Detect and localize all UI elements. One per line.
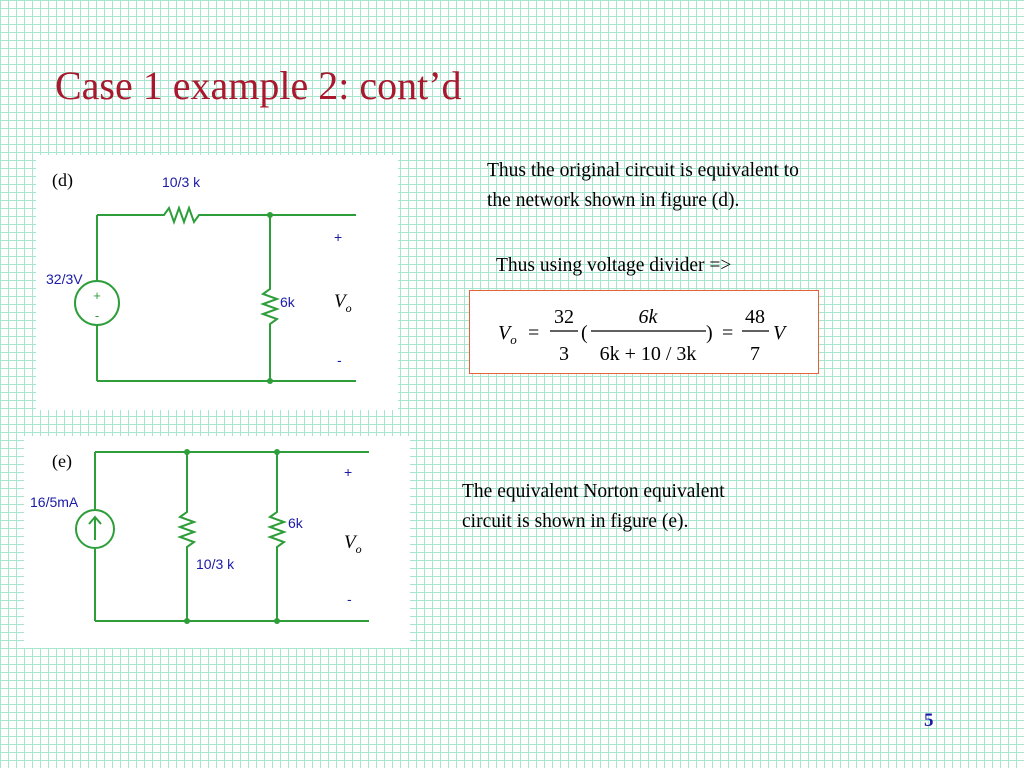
figure-d-panel: (d) + - 10/3 k 32/3V 6k + - Vo (36, 155, 398, 410)
series-resistor-label: 10/3 k (162, 174, 201, 190)
formula-equals-2: = (722, 322, 733, 344)
norton-text: The equivalent Norton equivalent circuit… (462, 477, 725, 537)
right-resistor-wire (267, 452, 287, 621)
slide-title: Case 1 example 2: cont’d (55, 63, 462, 108)
output-voltage-label: Vo (344, 532, 362, 556)
series-resistor-wire (97, 205, 356, 225)
fraction-1-denominator: 3 (559, 343, 569, 365)
formula-lhs: Vo (498, 322, 517, 347)
formula-unit: V (773, 322, 788, 344)
source-value-label: 32/3V (46, 271, 83, 287)
right-resistor-label: 6k (288, 515, 304, 531)
formula-equals-1: = (528, 322, 539, 344)
output-minus-label: - (347, 591, 352, 607)
current-source-icon (75, 509, 115, 549)
figure-d-label: (d) (52, 170, 73, 190)
formula-open-paren: ( (581, 322, 588, 344)
fraction-3-numerator: 48 (745, 306, 765, 328)
fraction-1-numerator: 32 (554, 306, 574, 328)
equivalence-text: Thus the original circuit is equivalent … (487, 156, 799, 216)
shunt-resistor-label: 6k (280, 294, 296, 310)
norton-line-1: The equivalent Norton equivalent (462, 481, 725, 502)
voltage-divider-text: Thus using voltage divider => (496, 255, 732, 276)
voltage-source-icon (74, 280, 120, 326)
figure-d-circuit: + - 10/3 k 32/3V 6k + - Vo (46, 174, 356, 384)
output-voltage-label: Vo (334, 291, 352, 315)
fraction-2-denominator: 6k + 10 / 3k (600, 343, 697, 365)
equivalence-line-1: Thus the original circuit is equivalent … (487, 160, 799, 181)
current-source-label: 16/5mA (30, 494, 79, 510)
norton-line-2: circuit is shown in figure (e). (462, 511, 689, 532)
figure-e-circuit: 16/5mA 10/3 k 6k + - Vo (30, 449, 369, 624)
left-resistor-label: 10/3 k (196, 556, 235, 572)
fraction-2-numerator: 6k (639, 306, 659, 328)
figure-e-label: (e) (52, 451, 72, 471)
fraction-3-denominator: 7 (750, 343, 760, 365)
page-number: 5 (924, 710, 934, 731)
equivalence-line-2: the network shown in figure (d). (487, 190, 740, 211)
voltage-divider-formula: Vo = 32 3 ( 6k 6k + 10 / 3k ) = 48 7 V (469, 290, 819, 374)
figure-e-panel: (e) 16/5mA 10/3 k 6k + - Vo (24, 436, 410, 648)
output-plus-label: + (334, 229, 342, 245)
formula-close-paren: ) (706, 322, 713, 344)
source-minus-sign: - (95, 308, 99, 323)
output-plus-label: + (344, 464, 352, 480)
shunt-resistor-wire (260, 215, 280, 381)
source-plus-sign: + (93, 288, 101, 303)
output-minus-label: - (337, 352, 342, 368)
left-resistor-wire (177, 452, 197, 621)
